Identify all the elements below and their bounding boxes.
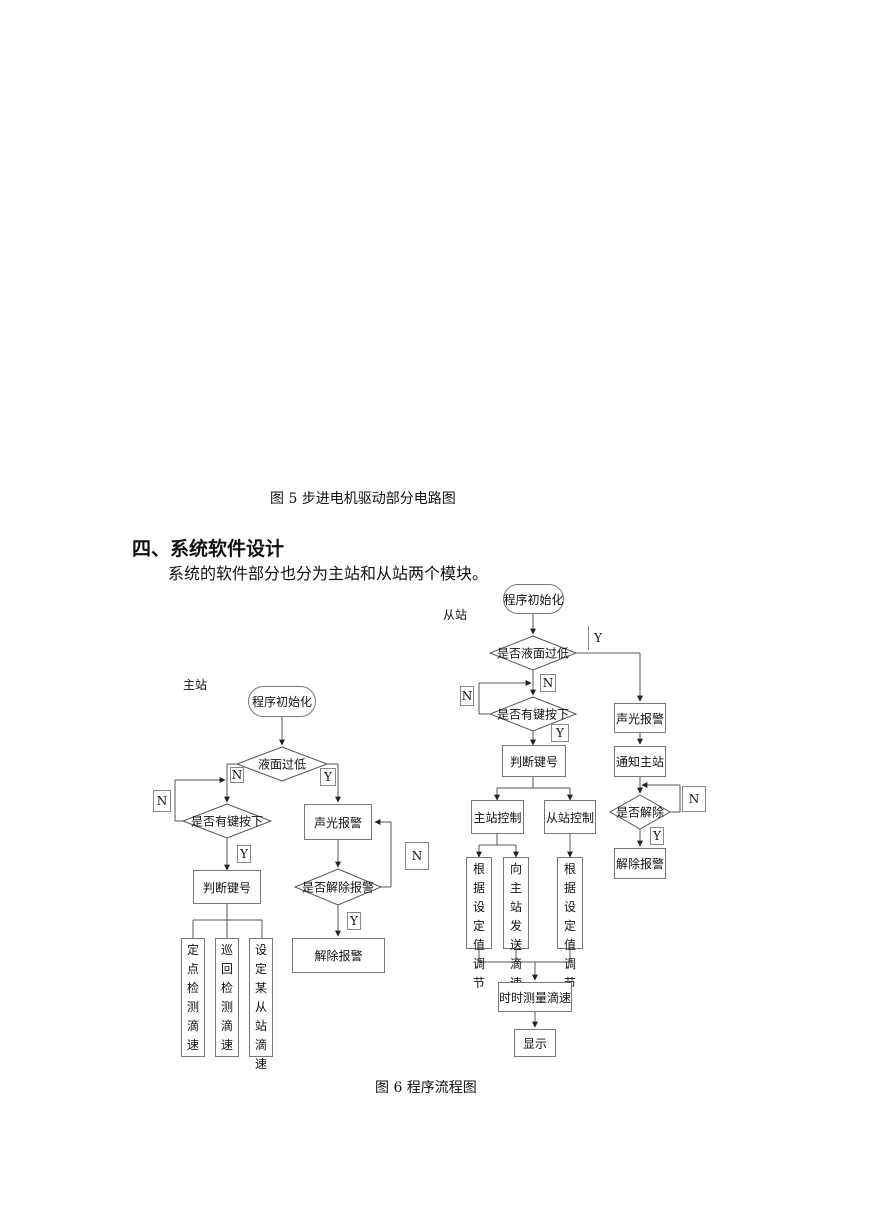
master-alarm-label: 声光报警 [313,815,362,830]
slave-measure-node: 时时测量滴速 [498,982,572,1012]
master-init-node: 程序初始化 [248,686,316,717]
slave-key-label: 是否有键按下 [496,707,570,722]
master-release-yes-tag: Y [347,912,361,930]
master-init-label: 程序初始化 [251,695,312,709]
master-release-no-tag: N [405,842,429,870]
slave-key-no-tag: N [460,686,474,706]
master-leaf-1-label: 定点检测滴速 [186,943,199,1052]
master-title: 主站 [183,678,208,692]
master-level-yes-tag: Y [320,768,336,786]
master-leaf-2-label: 巡回检测滴速 [220,943,233,1052]
section-heading: 四、系统软件设计 [132,538,285,560]
slave-display-node: 显示 [514,1029,556,1057]
slave-judge-key-label: 判断键号 [509,754,558,769]
slave-measure-label: 时时测量滴速 [499,990,572,1005]
slave-release-yes-tag: Y [650,827,664,845]
slave-slave-ctrl-label: 从站控制 [545,810,594,825]
slave-notify-label: 通知主站 [615,755,664,769]
master-key-no-tag: N [153,790,171,812]
master-level-diamond [235,746,329,782]
slave-sub-send-rate: 向主站发送滴速 [503,857,529,990]
slave-release-no-tag: N [682,786,706,812]
slave-master-ctrl-label: 主站控制 [473,810,522,825]
slave-title: 从站 [443,608,468,622]
slave-slave-ctrl-node: 从站控制 [544,800,596,834]
slave-judge-key-node: 判断键号 [502,745,566,777]
slave-display-label: 显示 [522,1036,547,1051]
master-alarm-node: 声光报警 [304,804,372,840]
figure-6-caption: 图 6 程序流程图 [375,1080,477,1096]
slave-sub-3-label: 根据设定值调节 [563,862,576,990]
slave-sub-2-label: 向主站发送滴速 [509,862,522,990]
figure-5-caption: 图 5 步进电机驱动部分电路图 [270,491,456,507]
master-judge-key-node: 判断键号 [193,870,261,904]
master-key-yes-tag: Y [237,845,251,863]
master-leaf-fixed-point: 定点检测滴速 [181,938,205,1057]
slave-release-box-label: 解除报警 [615,857,664,871]
master-key-label: 是否有键按下 [190,814,264,829]
slave-master-ctrl-node: 主站控制 [471,800,524,834]
master-leaf-patrol: 巡回检测滴速 [215,938,239,1057]
slave-init-label: 程序初始化 [503,592,564,607]
slave-release-node: 解除报警 [614,848,666,879]
master-leaf-set-slave: 设定某从站滴速 [249,938,273,1071]
slave-notify-node: 通知主站 [614,746,666,777]
master-release-label: 是否解除报警 [301,880,375,895]
master-leaf-3-label: 设定某从站滴速 [254,943,267,1071]
master-release-box-label: 解除报警 [314,949,363,963]
slave-alarm-node: 声光报警 [614,703,666,733]
slave-sub-adjust-2: 根据设定值调节 [557,857,583,990]
slave-level-label: 是否液面过低 [496,646,570,661]
slave-sub-adjust-1: 根据设定值调节 [466,857,492,990]
slave-release-label: 是否解除 [615,805,665,820]
master-judge-key-label: 判断键号 [202,880,251,895]
master-level-label: 液面过低 [257,757,307,772]
slave-key-yes-tag: Y [551,724,569,742]
slave-sub-1-label: 根据设定值调节 [472,862,485,990]
slave-init-node: 程序初始化 [503,584,564,614]
slave-level-yes-tag: Y [588,626,602,650]
slave-alarm-label: 声光报警 [615,711,664,726]
slave-level-no-tag: N [540,674,556,692]
master-release-node: 解除报警 [292,938,385,973]
master-level-no-tag: N [230,767,244,783]
intro-paragraph: 系统的软件部分也分为主站和从站两个模块。 [168,564,489,583]
